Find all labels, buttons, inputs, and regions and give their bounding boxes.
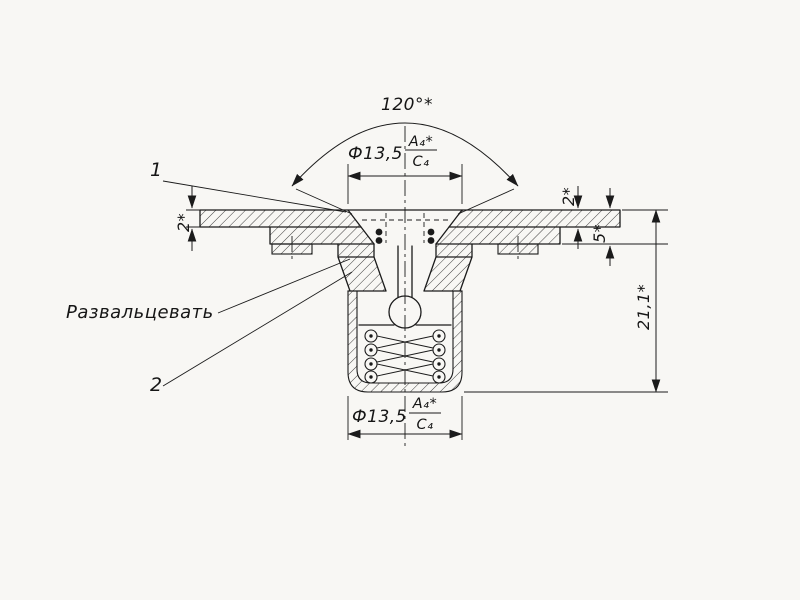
receptacle-flange xyxy=(337,243,473,292)
callout-item-2: 2 xyxy=(150,271,353,396)
top-plate-left-section xyxy=(200,210,361,227)
seal-ring-right-lower xyxy=(427,237,435,244)
fastener-head xyxy=(347,209,463,245)
seal-ring-left-upper xyxy=(375,228,383,236)
right-thickness-label: 2* xyxy=(559,187,578,206)
top-fit-numerator-label: А₄* xyxy=(408,134,433,150)
dim-top-diameter: Ф13,5 А₄* С₄ xyxy=(347,134,463,204)
top-fit-denominator-label: С₄ xyxy=(413,154,430,170)
anchor-strips xyxy=(271,236,539,263)
bottom-diameter-label: Ф13,5 xyxy=(352,407,407,427)
left-thickness-label: 2* xyxy=(174,213,193,232)
seal-ring-right-upper xyxy=(427,228,435,236)
top-diameter-label: Ф13,5 xyxy=(348,144,403,164)
item-1-label: 1 xyxy=(150,159,163,181)
angle-dimension-label: 120°* xyxy=(381,95,433,115)
flare-note: Развальцевать xyxy=(66,258,351,323)
callout-item-1: 1 xyxy=(150,159,347,213)
cup-wall-section xyxy=(347,290,463,393)
bottom-fit-numerator-label: А₄* xyxy=(412,396,437,412)
seal-ring-left-lower xyxy=(375,237,383,244)
spring-coil-sections xyxy=(364,329,446,384)
top-plate-right-section xyxy=(449,210,620,227)
overall-height-label: 21,1* xyxy=(634,284,653,330)
rivet-centerlines xyxy=(291,236,519,263)
stack-depth-label: 5* xyxy=(590,224,609,243)
dim-left-thickness: 2* xyxy=(174,186,200,251)
bottom-plate-right-section xyxy=(436,227,560,244)
dim-right-thickness: 2* xyxy=(559,186,583,249)
dim-angle: 120°* xyxy=(291,95,519,215)
flare-note-label: Развальцевать xyxy=(66,302,214,323)
dim-bottom-diameter: Ф13,5 А₄* С₄ xyxy=(347,396,463,440)
item-2-label: 2 xyxy=(150,374,163,396)
flare-wall-left xyxy=(338,257,386,291)
dim-stack-depth: 5* xyxy=(562,188,668,266)
plates xyxy=(199,209,621,245)
bottom-fit-denominator-label: С₄ xyxy=(417,417,434,433)
spring-cup xyxy=(347,290,463,393)
bottom-plate-left-section xyxy=(270,227,374,244)
stem xyxy=(397,245,413,301)
spring xyxy=(364,329,446,384)
dim-overall-height: 21,1* xyxy=(464,209,668,393)
flare-wall-right xyxy=(424,257,472,291)
